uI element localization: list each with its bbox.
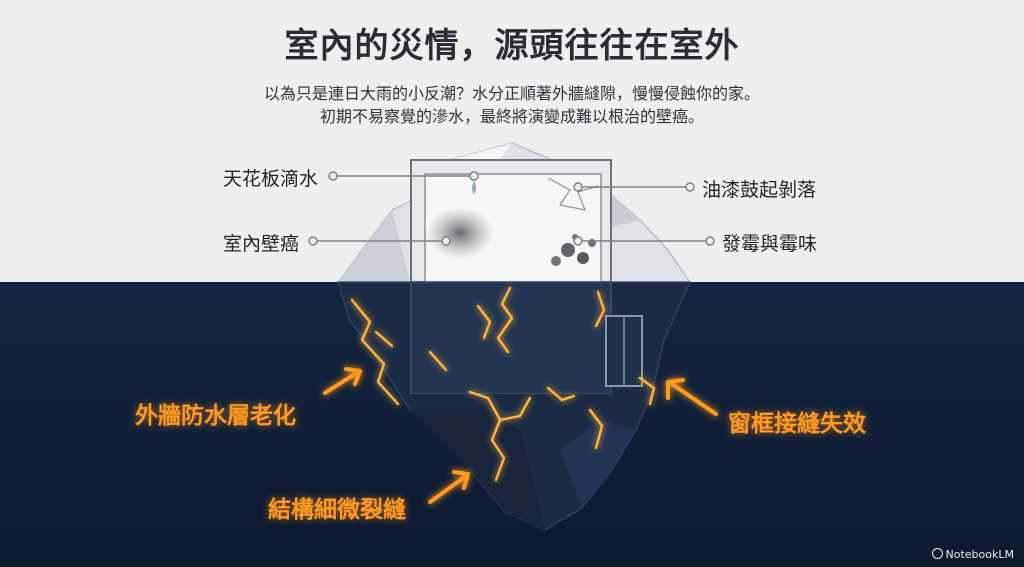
iceberg-underwater — [337, 281, 691, 531]
wall-efflorescence-patch — [426, 207, 494, 259]
subtitle-line-2: 初期不易察覺的滲水，最終將演變成難以根治的壁癌。 — [319, 107, 704, 126]
label-waterproof-aging: 外牆防水層老化 — [135, 403, 296, 429]
arrow-waterproof — [323, 370, 360, 395]
page-title: 室內的災情，源頭往往在室外 — [284, 26, 740, 66]
subtitle-line-1: 以為只是連日大雨的小反潮？水分正順著外牆縫隙，慢慢侵蝕你的家。 — [263, 84, 760, 103]
label-window-seal-failure: 窗框接縫失效 — [728, 411, 866, 437]
cause-arrows — [323, 367, 718, 504]
indoor-leader-lines — [308, 171, 715, 246]
house-foundation — [410, 281, 612, 395]
arrow-cracks — [428, 474, 468, 504]
label-wall-efflorescence: 室內壁癌 — [223, 233, 300, 255]
label-structural-cracks: 結構細微裂縫 — [268, 497, 406, 523]
arrow-window — [670, 382, 718, 416]
water-drop-icon — [472, 180, 476, 194]
notebooklm-logo-icon — [931, 548, 943, 559]
mold-spots — [551, 234, 596, 266]
house-room — [410, 159, 612, 283]
brand-watermark: NotebookLM — [931, 548, 1014, 561]
label-paint-peeling: 油漆鼓起剝落 — [702, 179, 817, 201]
glowing-cracks — [350, 286, 656, 482]
label-ceiling-drip: 天花板滴水 — [223, 168, 319, 190]
peeling-paint — [547, 177, 599, 211]
label-mold-smell: 發霉與霉味 — [722, 233, 818, 255]
brand-label: NotebookLM — [945, 548, 1014, 561]
